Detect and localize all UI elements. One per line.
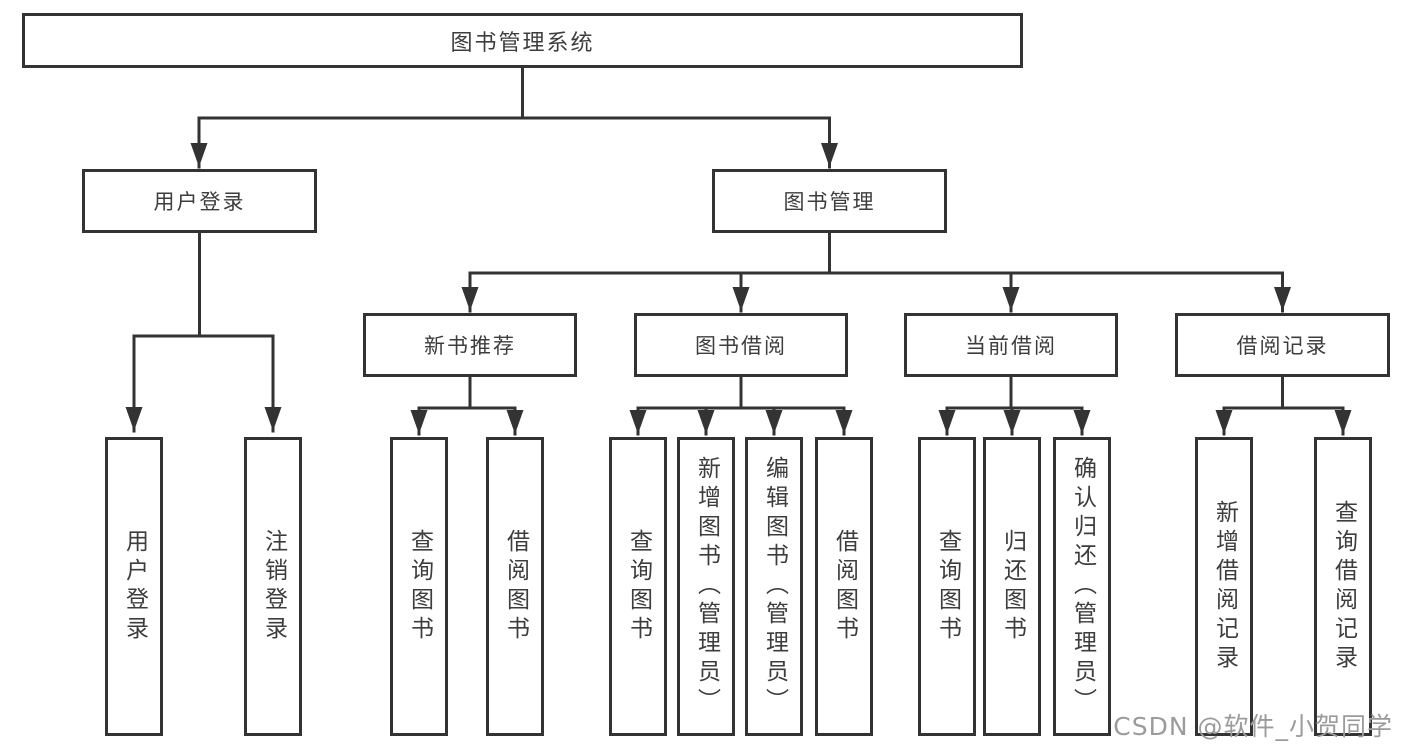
node-label: 注销登录 [260, 528, 287, 645]
node-book-borrow: 图书借阅 [634, 313, 848, 377]
node-label: 当前借阅 [965, 334, 1057, 358]
node-label: 借阅记录 [1236, 334, 1329, 358]
node-label: 新增图书（管理员） [693, 456, 720, 717]
node-label: 查询借阅记录 [1330, 499, 1357, 674]
node-leaf-records-add-record: 新增借阅记录 [1195, 437, 1253, 736]
node-leaf-current-return-books: 归还图书 [983, 437, 1041, 736]
node-label: 用户登录 [153, 190, 246, 214]
node-label: 查询图书 [625, 528, 652, 645]
node-leaf-borrow-borrow-books: 借阅图书 [815, 437, 873, 736]
node-leaf-current-confirm-return-admin: 确认归还（管理员） [1053, 437, 1111, 736]
node-book-management-branch: 图书管理 [712, 169, 947, 233]
node-label: 查询图书 [406, 528, 433, 645]
node-leaf-user-login: 用户登录 [105, 437, 163, 736]
watermark-text: CSDN @软件_小贺同学 [1113, 712, 1393, 741]
node-label: 借阅图书 [831, 528, 858, 645]
node-leaf-borrow-edit-books-admin: 编辑图书（管理员） [745, 437, 803, 736]
node-label: 新书推荐 [424, 334, 516, 358]
node-new-book-recommend: 新书推荐 [363, 313, 577, 377]
node-label: 确认归还（管理员） [1069, 456, 1096, 717]
node-label: 查询图书 [934, 528, 961, 645]
node-label: 图书管理 [783, 190, 876, 214]
node-current-borrow: 当前借阅 [904, 313, 1118, 377]
node-label: 借阅图书 [502, 528, 529, 645]
node-label: 编辑图书（管理员） [761, 456, 788, 717]
node-leaf-logout: 注销登录 [244, 437, 302, 736]
node-leaf-recommend-query-books: 查询图书 [390, 437, 448, 736]
node-user-login-branch: 用户登录 [82, 169, 317, 233]
node-label: 图书借阅 [695, 334, 787, 358]
node-leaf-current-query-books: 查询图书 [918, 437, 976, 736]
node-label: 图书管理系统 [450, 30, 595, 56]
node-leaf-records-query-record: 查询借阅记录 [1314, 437, 1372, 736]
node-book-management-system: 图书管理系统 [22, 13, 1023, 68]
node-label: 用户登录 [121, 528, 148, 645]
node-leaf-borrow-add-books-admin: 新增图书（管理员） [677, 437, 735, 736]
node-label: 归还图书 [999, 528, 1026, 645]
node-label: 新增借阅记录 [1211, 499, 1238, 674]
node-leaf-borrow-query-books: 查询图书 [609, 437, 667, 736]
node-leaf-recommend-borrow-books: 借阅图书 [486, 437, 544, 736]
node-borrow-records: 借阅记录 [1175, 313, 1390, 377]
